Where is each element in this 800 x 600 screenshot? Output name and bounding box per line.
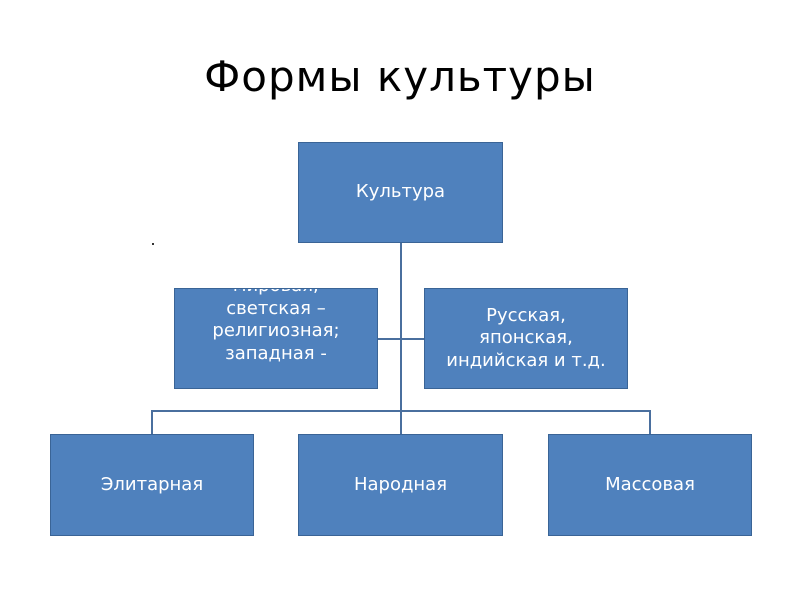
- slide-title: Формы культуры: [204, 52, 596, 101]
- node-right-line-3: индийская и т.д.: [446, 349, 606, 371]
- connector-bottom-horizontal: [151, 410, 651, 412]
- node-mass-label: Массовая: [605, 473, 695, 495]
- node-right-line-2: японская,: [479, 327, 573, 349]
- node-right-text: Русская, японская, индийская и т.д.: [446, 305, 605, 373]
- node-left-text: мировая; светская – религиозная; западна…: [212, 289, 340, 365]
- node-culture: Культура: [298, 142, 503, 243]
- node-folk-label: Народная: [353, 473, 448, 495]
- node-mass: Массовая: [548, 434, 752, 536]
- node-left-line-2: светская –: [226, 297, 326, 319]
- connector-drop-elite: [151, 410, 153, 434]
- node-elite: Элитарная: [50, 434, 254, 536]
- node-folk: Народная: [298, 434, 503, 536]
- connector-middle-horizontal: [378, 338, 424, 340]
- node-world-secular-western: мировая; светская – религиозная; западна…: [174, 288, 378, 389]
- node-elite-label: Элитарная: [100, 473, 204, 495]
- connector-drop-mass: [649, 410, 651, 434]
- node-left-line-1: мировая;: [212, 289, 339, 298]
- node-culture-label: Культура: [355, 181, 446, 203]
- node-national-cultures: Русская, японская, индийская и т.д.: [424, 288, 628, 389]
- node-right-line-1: Русская,: [486, 304, 566, 326]
- node-left-line-3: религиозная;: [212, 320, 340, 341]
- node-left-line-4: западная -: [225, 342, 327, 364]
- stray-dot: [152, 243, 154, 245]
